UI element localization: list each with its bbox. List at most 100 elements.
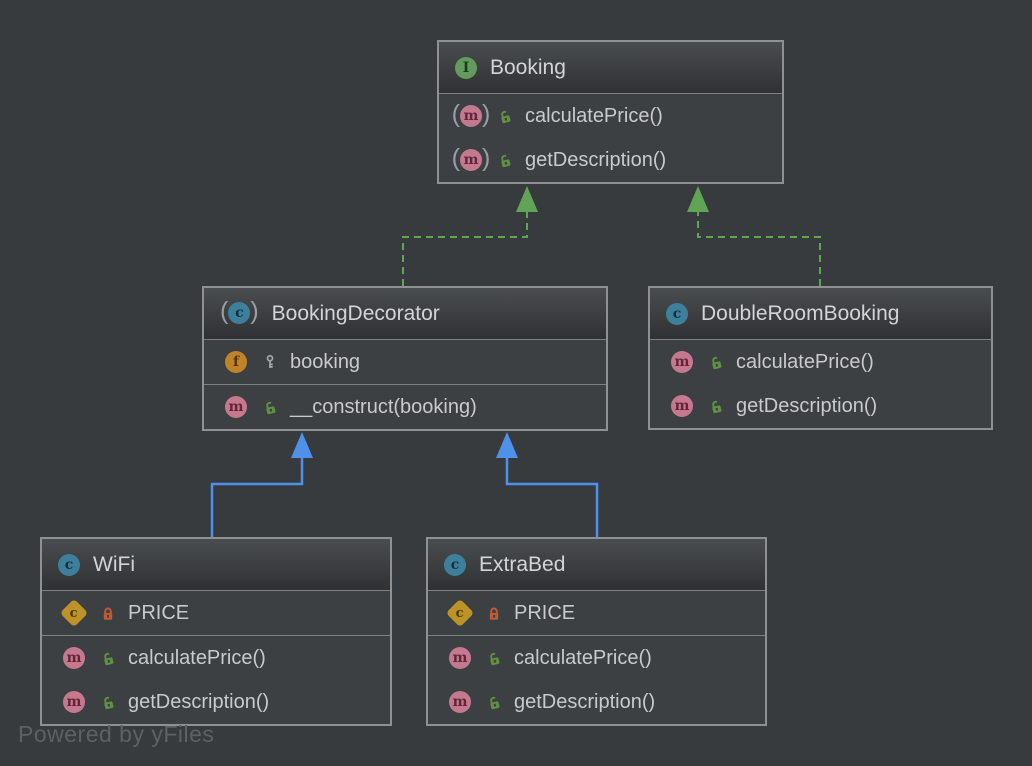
class-node-BookingDecorator[interactable]: c BookingDecorator f booking m __construct(… — [202, 286, 608, 431]
extends-arrowhead-icon — [291, 432, 313, 458]
class-kind-icon-wrap: I — [455, 56, 477, 79]
member-icon-wrap: m — [451, 149, 491, 171]
protected-key-icon — [262, 354, 278, 370]
method-icon: m — [671, 351, 693, 373]
member-icon-wrap: m — [216, 396, 256, 418]
class-kind-icon-wrap: c — [220, 301, 259, 326]
public-lock-icon — [497, 108, 513, 124]
abstract-class-icon: c — [220, 301, 259, 324]
uml-class-header: c DoubleRoomBooking — [650, 288, 991, 339]
class-kind-icon-wrap: c — [444, 553, 466, 576]
public-lock-icon — [486, 694, 502, 710]
public-lock-icon — [497, 152, 513, 168]
member-icon-wrap: m — [440, 691, 480, 713]
edge-extends-WiFi-to-BookingDecorator[interactable] — [210, 432, 313, 537]
public-lock-icon — [100, 694, 116, 710]
constant-icon: c — [59, 598, 89, 628]
private-lock-icon — [100, 605, 116, 621]
method-icon: m — [460, 149, 482, 171]
uml-member-row[interactable]: m calculatePrice() — [650, 340, 991, 384]
uml-member-label: getDescription() — [514, 690, 656, 713]
uml-member-label: booking — [290, 350, 361, 373]
member-icon-wrap: m — [54, 647, 94, 669]
uml-section: m __construct(booking) — [204, 384, 606, 429]
field-icon: f — [225, 351, 247, 373]
yfiles-watermark: Powered by yFiles — [18, 721, 215, 747]
method-icon: m — [449, 647, 471, 669]
uml-member-row[interactable]: c PRICE — [428, 591, 765, 635]
abstract-method-icon: m — [452, 149, 491, 171]
uml-class-title: WiFi — [93, 552, 135, 576]
public-lock-icon — [708, 398, 724, 414]
class-node-DoubleRoomBooking[interactable]: c DoubleRoomBooking m calculatePrice() m ge… — [648, 286, 993, 430]
class-icon: c — [58, 553, 80, 576]
method-icon: m — [63, 647, 85, 669]
class-kind-icon-wrap: c — [58, 553, 80, 576]
uml-class-title: Booking — [490, 55, 566, 79]
uml-member-label: getDescription() — [128, 690, 270, 713]
edge-implements-BookingDecorator-to-Booking[interactable] — [402, 186, 538, 286]
public-lock-icon — [486, 650, 502, 666]
class-icon: c — [666, 302, 688, 325]
uml-class-header: I Booking — [439, 42, 782, 93]
member-icon-wrap: c — [440, 598, 480, 628]
implements-arrowhead-icon — [516, 186, 538, 212]
member-icon-wrap: m — [451, 105, 491, 127]
uml-member-label: getDescription() — [736, 394, 878, 417]
uml-section: c PRICE — [428, 590, 765, 635]
method-icon: m — [225, 396, 247, 418]
public-lock-icon — [708, 354, 724, 370]
class-icon: c — [444, 553, 466, 576]
uml-member-label: calculatePrice() — [128, 646, 266, 669]
uml-section: f booking — [204, 339, 606, 384]
private-lock-icon — [486, 605, 502, 621]
uml-member-row[interactable]: c PRICE — [42, 591, 390, 635]
uml-member-label: PRICE — [128, 601, 190, 624]
method-icon: m — [460, 105, 482, 127]
uml-class-header: c WiFi — [42, 539, 390, 590]
uml-class-header: c BookingDecorator — [204, 288, 606, 339]
uml-class-title: BookingDecorator — [271, 301, 440, 325]
uml-section: c PRICE — [42, 590, 390, 635]
uml-class-title: ExtraBed — [479, 552, 566, 576]
uml-member-row[interactable]: f booking — [204, 340, 606, 384]
uml-section: m calculatePrice() m getDescription() — [42, 635, 390, 724]
uml-section: m calculatePrice() m getDescription() — [428, 635, 765, 724]
member-icon-wrap: f — [216, 351, 256, 373]
edge-implements-DoubleRoomBooking-to-Booking[interactable] — [687, 186, 821, 286]
member-icon-wrap: m — [54, 691, 94, 713]
public-lock-icon — [100, 650, 116, 666]
uml-member-row[interactable]: m calculatePrice() — [428, 636, 765, 680]
member-icon-wrap: m — [662, 395, 702, 417]
uml-section: m calculatePrice() m getDescription() — [650, 339, 991, 428]
public-lock-icon — [262, 399, 278, 415]
uml-member-label: PRICE — [514, 601, 576, 624]
uml-member-row[interactable]: m getDescription() — [650, 384, 991, 428]
uml-member-row[interactable]: m calculatePrice() — [42, 636, 390, 680]
class-icon: c — [228, 301, 251, 324]
constant-icon: c — [445, 598, 475, 628]
uml-member-label: __construct(booking) — [290, 395, 477, 418]
uml-class-header: c ExtraBed — [428, 539, 765, 590]
edge-extends-ExtraBed-to-BookingDecorator[interactable] — [496, 432, 599, 537]
uml-member-label: calculatePrice() — [514, 646, 652, 669]
uml-member-row[interactable]: m getDescription() — [428, 680, 765, 724]
uml-class-title: DoubleRoomBooking — [701, 301, 900, 325]
method-icon: m — [449, 691, 471, 713]
uml-member-row[interactable]: m calculatePrice() — [439, 94, 782, 138]
uml-member-label: calculatePrice() — [736, 350, 874, 373]
member-icon-wrap: m — [440, 647, 480, 669]
class-kind-icon-wrap: c — [666, 302, 688, 325]
class-node-Booking[interactable]: I Booking m calculatePrice() mgetDescripti… — [437, 40, 784, 184]
method-icon: m — [671, 395, 693, 417]
member-icon-wrap: m — [662, 351, 702, 373]
method-icon: m — [63, 691, 85, 713]
uml-member-label: calculatePrice() — [525, 104, 663, 127]
uml-member-row[interactable]: m getDescription() — [42, 680, 390, 724]
uml-member-row[interactable]: m __construct(booking) — [204, 385, 606, 429]
